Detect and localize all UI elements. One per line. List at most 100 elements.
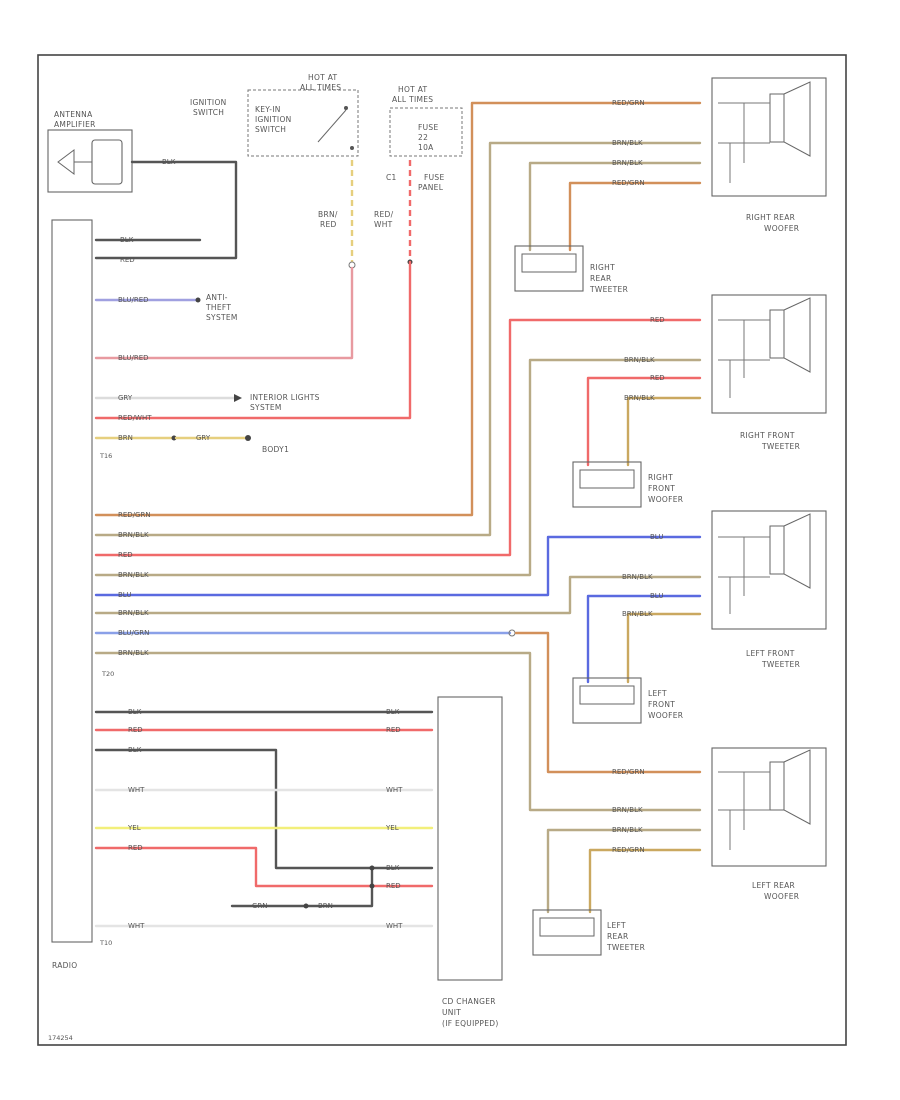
interior-lights-label-1: INTERIOR LIGHTS: [250, 393, 320, 402]
wire-blu-red-2-label: BLU/RED: [118, 354, 149, 362]
cd-red1-label: RED: [128, 726, 143, 734]
wire-t16-7b: [514, 631, 702, 774]
right-rear-tweeter-label-1: RIGHT: [590, 263, 615, 272]
t10-label: T10: [99, 939, 112, 947]
rf2-label: BRN/BLK: [624, 356, 655, 364]
wire-cd-blk-2: [94, 748, 372, 870]
wire-lf3: [586, 594, 702, 684]
t16-5-label: BLU: [118, 591, 131, 599]
gnd-brn-label: BRN: [318, 902, 333, 910]
cd-red-r-label: RED: [386, 726, 401, 734]
cd-blk1-label: BLK: [128, 708, 142, 716]
wire-cd-red-2: [94, 846, 434, 888]
brn-red-label-2: RED: [320, 220, 337, 229]
c1-label: C1: [386, 173, 397, 182]
rr4-label: RED/GRN: [612, 179, 645, 187]
red-wht-v-label-1: RED/: [374, 210, 394, 219]
wire-t16-5: [94, 535, 702, 597]
t16-1-label: RED/GRN: [118, 511, 151, 519]
key-in-label-3: SWITCH: [255, 125, 286, 134]
wire-blu-red-2: [94, 266, 354, 360]
right-rear-woofer-label-1: RIGHT REAR: [746, 213, 795, 222]
cd-changer-unit: CD CHANGER UNIT (IF EQUIPPED): [437, 696, 503, 1028]
cd-red-r2-label: RED: [386, 882, 401, 890]
gnd-grn-label: GRN: [252, 902, 268, 910]
right-rear-woofer-label-2: WOOFER: [764, 224, 799, 233]
cd-wht2-label: WHT: [128, 922, 145, 930]
cd-yel-r-label: YEL: [385, 824, 399, 832]
diagram-frame: [37, 54, 847, 1046]
right-rear-tweeter: RIGHT REAR TWEETER: [514, 245, 628, 294]
cd-wht1-label: WHT: [128, 786, 145, 794]
left-rear-woofer-label-1: LEFT REAR: [752, 881, 795, 890]
wire-antenna-blk: [94, 160, 238, 260]
t16-7-label: BLU/GRN: [118, 629, 149, 637]
right-front-woofer-label-1: RIGHT: [648, 473, 673, 482]
wire-t16-6: [94, 575, 702, 615]
hot-at-1-label-2: ALL TIMES: [300, 83, 341, 92]
red-wht-v-label-2: WHT: [374, 220, 393, 229]
right-rear-tweeter-label-3: TWEETER: [589, 285, 628, 294]
hot-at-2-label-2: ALL TIMES: [392, 95, 433, 104]
right-front-tweeter-label-2: TWEETER: [761, 442, 800, 451]
cd-blk-r-label: BLK: [386, 708, 400, 716]
rr3-label: BRN/BLK: [612, 159, 643, 167]
t16-3-label: RED: [118, 551, 133, 559]
fuse-panel-label-1: FUSE: [424, 173, 445, 182]
key-in-label-2: IGNITION: [255, 115, 292, 124]
left-front-tweeter-label-2: TWEETER: [761, 660, 800, 669]
left-rear-tweeter-label-3: TWEETER: [606, 943, 645, 952]
left-rear-tweeter-label-2: REAR: [607, 932, 629, 941]
fuse-label-3: 10A: [418, 143, 434, 152]
wire-lf4: [626, 612, 702, 684]
right-front-woofer-label-3: WOOFER: [648, 495, 683, 504]
wire-t16-4: [94, 358, 702, 577]
cd-yel-label: YEL: [127, 824, 141, 832]
wire-rf3: [586, 376, 702, 467]
wire-blu-red-label: BLU/RED: [118, 296, 149, 304]
body1-label: BODY1: [262, 445, 289, 454]
left-front-woofer-label-1: LEFT: [648, 689, 667, 698]
left-front-woofer-label-3: WOOFER: [648, 711, 683, 720]
wire-red-wht-label: RED/WHT: [118, 414, 152, 422]
wire-red-wht: [94, 260, 412, 420]
lf1-label: BLU: [650, 533, 663, 541]
t16-4-label: BRN/BLK: [118, 571, 149, 579]
hot-at-2-label-1: HOT AT: [398, 85, 428, 94]
cd-blk-r2-label: BLK: [386, 864, 400, 872]
left-front-woofer-label-2: FRONT: [648, 700, 675, 709]
wire-t16-1: [94, 101, 702, 517]
hot-at-1-label-1: HOT AT: [308, 73, 338, 82]
t16-8-label: BRN/BLK: [118, 649, 149, 657]
lf3-label: BLU: [650, 592, 663, 600]
left-rear-woofer-label-2: WOOFER: [764, 892, 799, 901]
lf4-label: BRN/BLK: [622, 610, 653, 618]
ignition-switch-label-2: SWITCH: [193, 108, 224, 117]
wire-t16-3: [94, 318, 702, 557]
rf4-label: BRN/BLK: [624, 394, 655, 402]
rf1-label: RED: [650, 316, 665, 324]
left-front-tweeter: LEFT FRONT TWEETER: [711, 510, 827, 669]
brn-red-label-1: BRN/: [318, 210, 338, 219]
left-rear-tweeter: LEFT REAR TWEETER: [532, 909, 645, 956]
anti-theft-label-3: SYSTEM: [206, 313, 238, 322]
t16-6-label: BRN/BLK: [118, 609, 149, 617]
radio-label: RADIO: [52, 961, 77, 970]
cd-changer-label-1: CD CHANGER: [442, 997, 496, 1006]
cd-wht-r-label: WHT: [386, 786, 403, 794]
antenna-amp-label-2: AMPLIFIER: [54, 120, 96, 129]
wire-rr4: [568, 181, 702, 252]
fuse-panel-label-2: PANEL: [418, 183, 444, 192]
ignition-switch-label-1: IGNITION: [190, 98, 227, 107]
rr1-label: RED/GRN: [612, 99, 645, 107]
wire-blk-top-label: BLK: [120, 236, 134, 244]
right-rear-woofer: RIGHT REAR WOOFER: [711, 77, 827, 233]
wire-t16-8: [94, 651, 702, 812]
wire-antenna-blk-label: BLK: [162, 158, 176, 166]
t16-2-label: BRN/BLK: [118, 531, 149, 539]
wire-cd-gnd: [230, 866, 374, 908]
antenna-amplifier: ANTENNA AMPLIFIER: [47, 110, 133, 193]
wire-lr4: [588, 848, 702, 914]
fuse-label-1: FUSE: [418, 123, 439, 132]
